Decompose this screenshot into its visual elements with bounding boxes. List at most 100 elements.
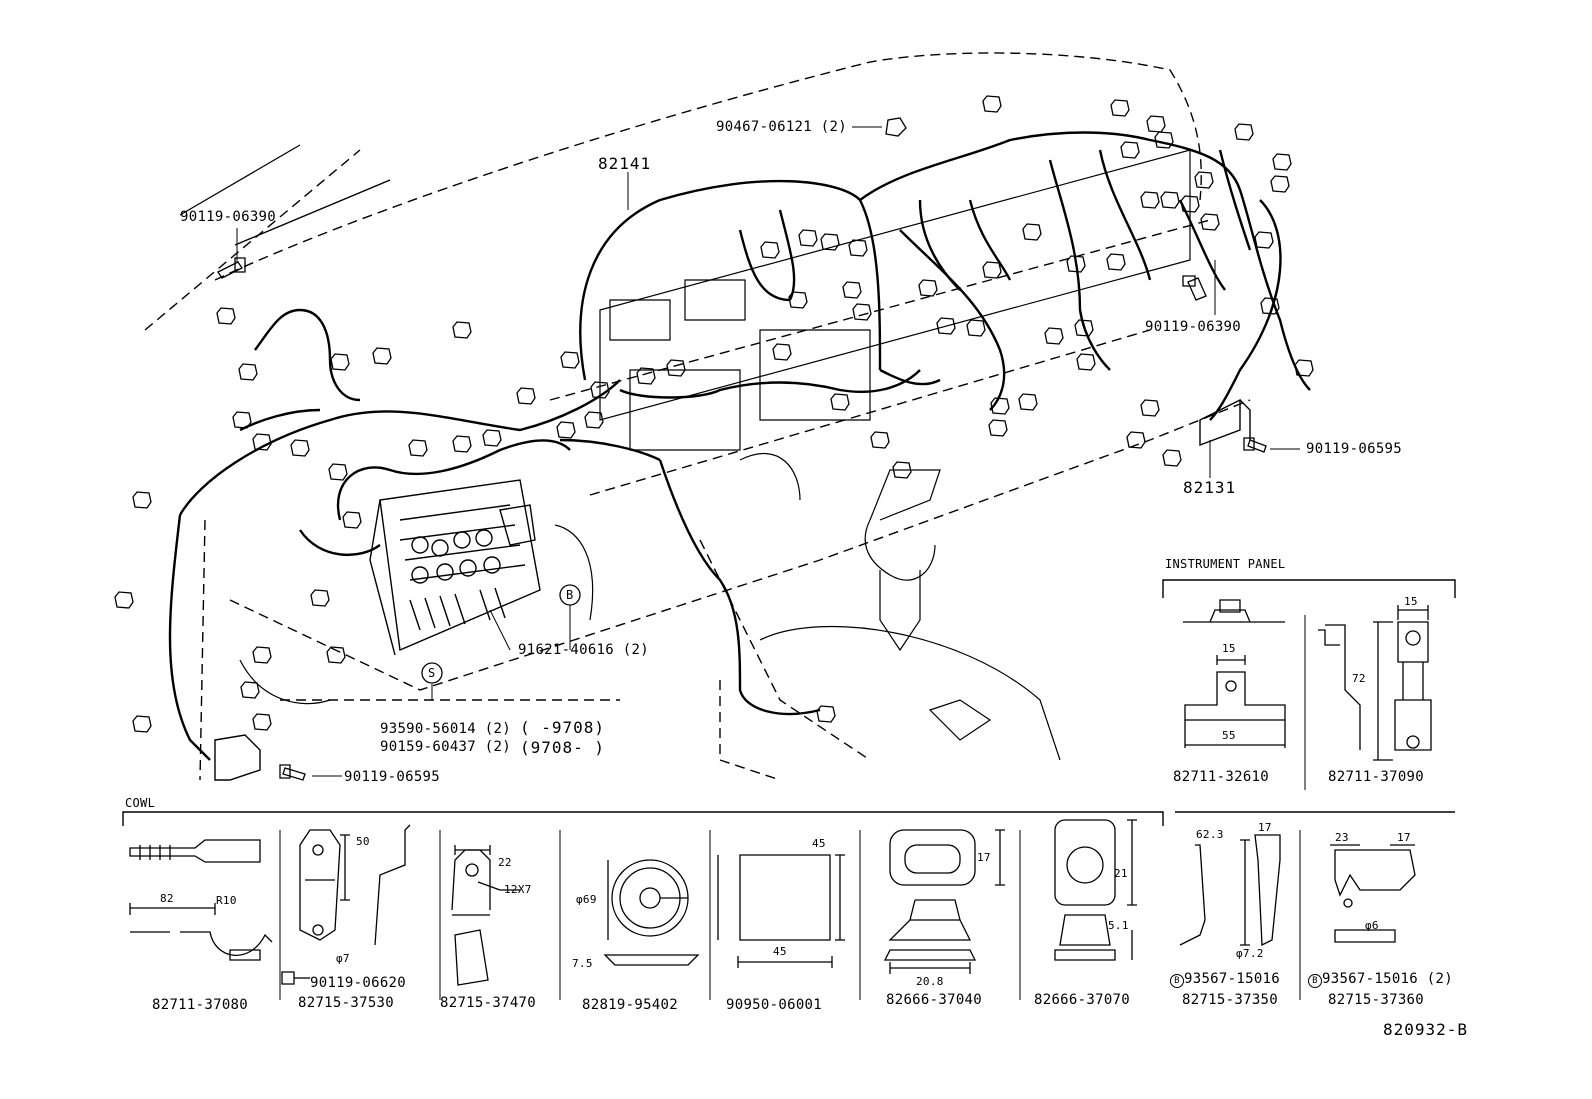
cowl-part-82715-37530 — [282, 825, 410, 984]
cowl-dim-45-v: 45 — [812, 837, 826, 850]
label-clip-junction: 91621-40616 (2) — [518, 642, 649, 658]
connector-10 — [311, 590, 329, 606]
cowl-part-number-1: 82711-37080 — [152, 997, 249, 1013]
label-harness-main: 82141 — [598, 154, 652, 173]
connector-14 — [133, 716, 151, 732]
dash-upper-line — [180, 145, 300, 215]
connector-13 — [253, 714, 271, 730]
cowl-dim-17-c: 17 — [1397, 831, 1411, 844]
ip-dim-55: 55 — [1222, 729, 1236, 742]
connector-40 — [983, 262, 1001, 278]
dashboard-outline — [145, 53, 1250, 780]
label-screw-b: 90159-60437 (2) — [380, 739, 511, 755]
ip-part-82711-32610 — [1183, 600, 1285, 748]
connector-18 — [409, 440, 427, 456]
cowl-dim-62-3: 62.3 — [1196, 828, 1224, 841]
cowl-part-82666-37070 — [1055, 820, 1137, 960]
connector-7 — [453, 322, 471, 338]
connector-20 — [483, 430, 501, 446]
cowl-dim-phi7: φ7 — [336, 952, 350, 965]
cowl-part-82711-37080 — [130, 840, 272, 960]
ip-part-number-1: 82711-32610 — [1173, 769, 1270, 785]
connector-35 — [761, 242, 779, 258]
callout-b-mini: B — [1170, 974, 1184, 988]
cowl-dim-17-b: 17 — [1258, 821, 1272, 834]
junction-block — [370, 480, 540, 655]
connector-34 — [799, 230, 817, 246]
connector-36 — [871, 432, 889, 448]
connector-21 — [517, 388, 535, 404]
cowl-dim-phi7-2: φ7.2 — [1236, 947, 1264, 960]
connector-26 — [667, 360, 685, 376]
connector-9 — [343, 512, 361, 528]
connector-65 — [1077, 354, 1095, 370]
cowl-dim-phi69: φ69 — [576, 893, 597, 906]
connector-16 — [133, 492, 151, 508]
connector-0 — [217, 308, 235, 324]
connector-71 — [893, 462, 911, 478]
cowl-dim-12x7: 12X7 — [504, 883, 532, 896]
cowl-dim-7-5: 7.5 — [572, 957, 593, 970]
connector-57 — [1141, 192, 1159, 208]
connector-31 — [773, 344, 791, 360]
ip-dim-15-a: 15 — [1222, 642, 1236, 655]
callout-b-circle — [560, 585, 580, 605]
connector-64 — [1045, 328, 1063, 344]
connector-38 — [937, 318, 955, 334]
cowl-dim-45-h: 45 — [773, 945, 787, 958]
connector-44 — [1019, 394, 1037, 410]
connector-11 — [253, 647, 271, 663]
cowl-part-number-2: 82715-37530 — [298, 995, 395, 1011]
connector-29 — [853, 304, 871, 320]
harness-wires — [170, 133, 1310, 761]
connector-58 — [1161, 192, 1179, 208]
connector-66 — [1075, 320, 1093, 336]
cowl-dim-23: 23 — [1335, 831, 1349, 844]
connector-50 — [1235, 124, 1253, 140]
connector-27 — [637, 368, 655, 384]
cowl-bolt-90119-06620: 90119-06620 — [310, 975, 407, 991]
connector-43 — [989, 420, 1007, 436]
cowl-dim-20-8: 20.8 — [916, 975, 944, 988]
connector-68 — [1107, 254, 1125, 270]
dash-left-line — [235, 180, 390, 245]
cowl-dim-50: 50 — [356, 835, 370, 848]
connector-52 — [1271, 176, 1289, 192]
connector-60 — [1201, 214, 1219, 230]
cowl-part-82715-37470 — [452, 845, 520, 985]
connector-48 — [1121, 142, 1139, 158]
ip-dim-72: 72 — [1352, 672, 1366, 685]
connector-37 — [831, 394, 849, 410]
instrument-panel-title: INSTRUMENT PANEL — [1165, 557, 1286, 571]
label-screw-a: 93590-56014 (2) — [380, 721, 511, 737]
connector-39 — [919, 280, 937, 296]
connector-5 — [331, 354, 349, 370]
callout-s-circle — [422, 663, 442, 683]
cowl-part-90950-06001 — [718, 855, 845, 968]
connector-24 — [585, 412, 603, 428]
connector-56 — [1195, 172, 1213, 188]
cowl-bolt-93567-15016-2-text: 93567-15016 (2) — [1322, 971, 1453, 987]
connector-45 — [983, 96, 1001, 112]
cowl-dim-r10: R10 — [216, 894, 237, 907]
connector-22 — [561, 352, 579, 368]
cowl-dim-22: 22 — [498, 856, 512, 869]
cowl-dim-phi6: φ6 — [1365, 919, 1379, 932]
cowl-bolt-93567-15016-text: 93567-15016 — [1184, 971, 1281, 987]
label-bolt-right: 90119-06390 — [1145, 319, 1242, 335]
connector-47 — [1147, 116, 1165, 132]
connector-69 — [817, 706, 835, 722]
connector-23 — [591, 382, 609, 398]
connector-59 — [1181, 196, 1199, 212]
cowl-dim-5-1: 5.1 — [1108, 919, 1129, 932]
bracket-82131 — [1200, 400, 1250, 445]
cowl-part-number-4: 82819-95402 — [582, 997, 679, 1013]
connector-6 — [373, 348, 391, 364]
cowl-part-number-6: 82666-37040 — [886, 992, 983, 1008]
connector-33 — [821, 234, 839, 250]
connector-28 — [843, 282, 861, 298]
label-screw-b-range: (9708- ) — [520, 738, 606, 757]
cowl-part-number-9: 82715-37360 — [1328, 992, 1425, 1008]
